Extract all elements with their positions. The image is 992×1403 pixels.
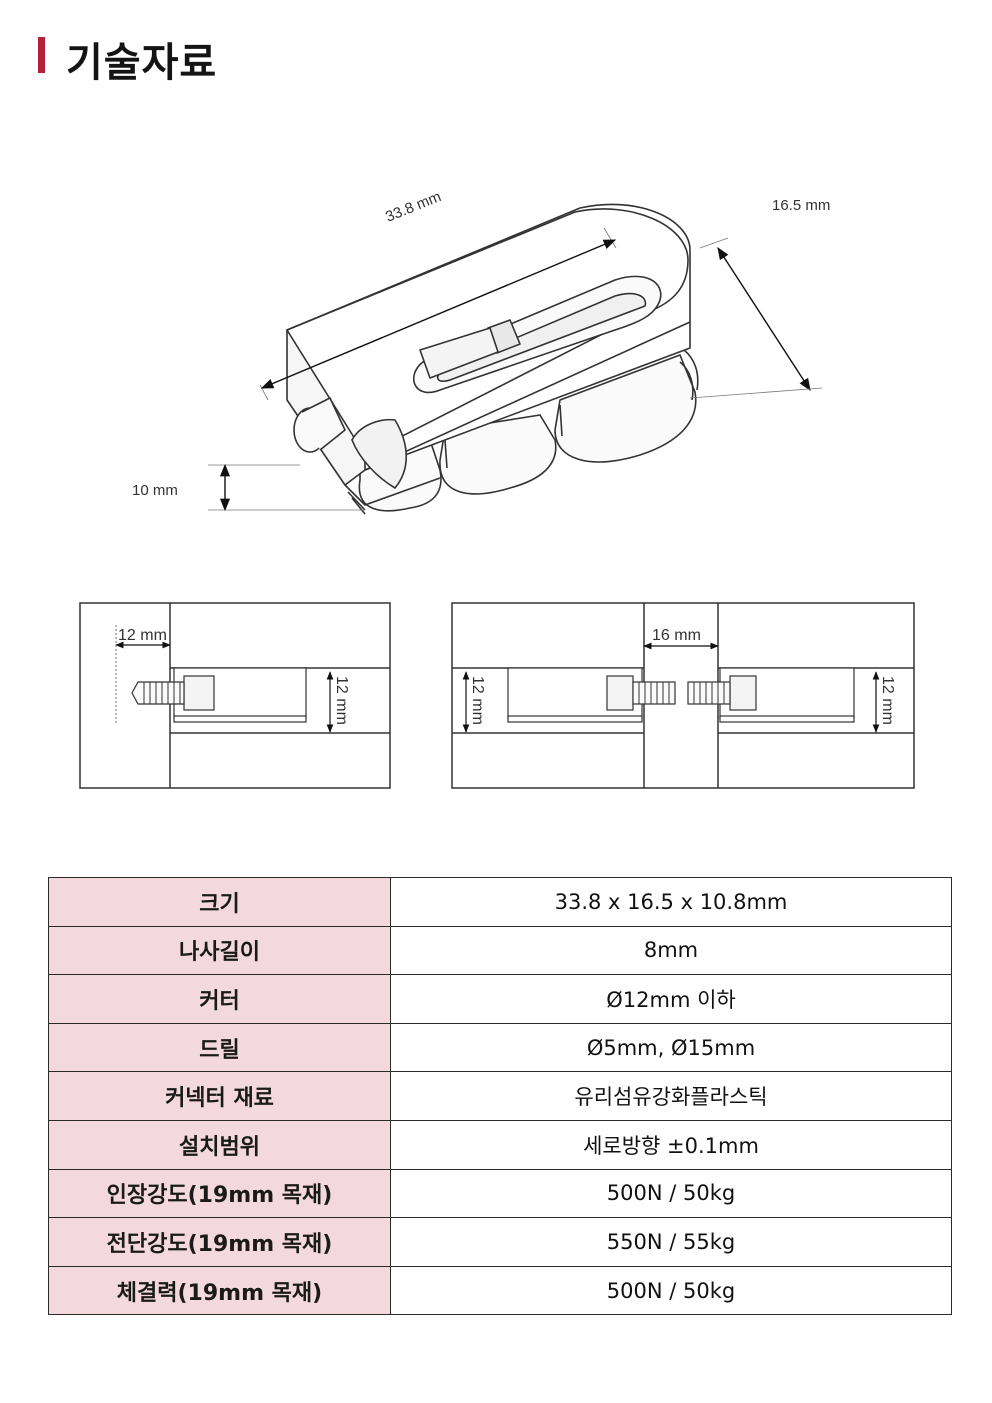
- spec-label: 체결력(19mm 목재): [48, 1265, 391, 1316]
- spec-value: Ø5mm, Ø15mm: [390, 1022, 952, 1073]
- spec-value: 유리섬유강화플라스틱: [390, 1071, 952, 1121]
- spec-label: 나사길이: [48, 925, 391, 976]
- spec-value: 550N / 55kg: [390, 1217, 952, 1267]
- table-row: 커터 Ø12mm 이하: [48, 974, 952, 1024]
- spec-label: 전단강도(19mm 목재): [48, 1217, 391, 1267]
- table-row: 크기 33.8 x 16.5 x 10.8mm: [48, 877, 952, 927]
- title-accent-bar: [38, 37, 45, 73]
- spec-value: Ø12mm 이하: [390, 974, 952, 1024]
- spec-label: 커터: [48, 974, 391, 1024]
- connector-isometric-drawing: 33.8 mm 16.5 mm 10 mm: [132, 188, 830, 515]
- dim-left-depth: 12 mm: [333, 676, 350, 725]
- dim-width: 16.5 mm: [772, 197, 830, 214]
- table-row: 나사길이 8mm: [48, 925, 952, 976]
- spec-value: 500N / 50kg: [390, 1168, 952, 1219]
- table-row: 체결력(19mm 목재) 500N / 50kg: [48, 1265, 952, 1316]
- page-title: 기술자료: [66, 40, 218, 86]
- spec-label: 인장강도(19mm 목재): [48, 1168, 391, 1219]
- section-joined-panels: 16 mm 12 mm 12 mm: [451, 602, 915, 789]
- spec-value: 세로방향 ±0.1mm: [390, 1119, 952, 1170]
- table-row: 인장강도(19mm 목재) 500N / 50kg: [48, 1168, 952, 1219]
- spec-label: 드릴: [48, 1022, 391, 1073]
- dim-length: 33.8 mm: [383, 188, 443, 226]
- spec-value: 500N / 50kg: [390, 1265, 952, 1316]
- spec-table: 크기 33.8 x 16.5 x 10.8mm 나사길이 8mm 커터 Ø12m…: [48, 877, 952, 1316]
- spec-label: 커넥터 재료: [48, 1071, 391, 1121]
- section-single-panel: 12 mm 12 mm: [79, 602, 391, 789]
- spec-value: 33.8 x 16.5 x 10.8mm: [390, 877, 952, 927]
- table-row: 설치범위 세로방향 ±0.1mm: [48, 1119, 952, 1170]
- spec-label: 크기: [48, 877, 391, 927]
- dim-height: 10 mm: [132, 482, 178, 499]
- dim-right-depth-right: 12 mm: [879, 676, 896, 725]
- dim-right-gap: 16 mm: [652, 627, 701, 644]
- dim-right-depth-left: 12 mm: [469, 676, 486, 725]
- dim-left-offset: 12 mm: [118, 627, 167, 644]
- spec-label: 설치범위: [48, 1119, 391, 1170]
- spec-value: 8mm: [390, 925, 952, 976]
- table-row: 전단강도(19mm 목재) 550N / 55kg: [48, 1217, 952, 1267]
- table-row: 커넥터 재료 유리섬유강화플라스틱: [48, 1071, 952, 1121]
- table-row: 드릴 Ø5mm, Ø15mm: [48, 1022, 952, 1073]
